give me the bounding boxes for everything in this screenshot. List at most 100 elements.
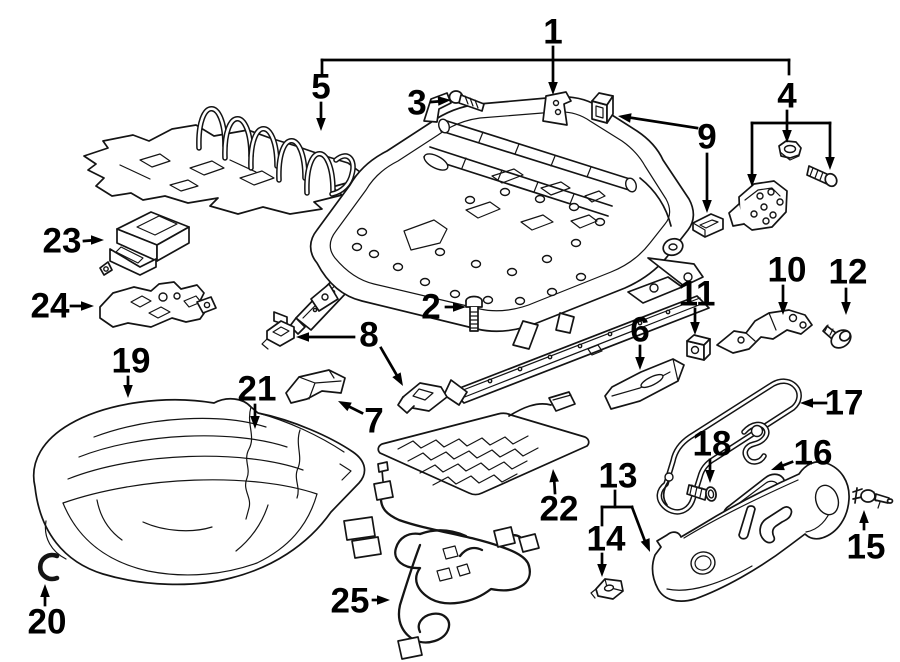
callout-label-7: 7 bbox=[364, 402, 383, 441]
callout-21: 21 bbox=[238, 370, 277, 429]
part-nut-4 bbox=[778, 140, 802, 161]
callout-label-21: 21 bbox=[238, 370, 277, 409]
callout-15: 15 bbox=[847, 510, 886, 567]
arrowhead-16 bbox=[771, 461, 785, 471]
arrowhead-21 bbox=[250, 416, 260, 429]
leader-line-9 bbox=[624, 115, 699, 130]
leader-line-13 bbox=[630, 505, 648, 546]
callout-label-13: 13 bbox=[599, 457, 638, 496]
arrowhead-13 bbox=[640, 538, 650, 552]
arrowhead-24 bbox=[81, 301, 94, 311]
frame-cutouts bbox=[403, 153, 606, 251]
part-clip-14 bbox=[590, 578, 624, 600]
callout-3: 3 bbox=[407, 84, 451, 123]
part-bracket-10 bbox=[716, 309, 813, 354]
arrowhead-3 bbox=[437, 96, 451, 106]
arrowhead-9 bbox=[618, 113, 632, 123]
part-mount-bracket-4 bbox=[728, 180, 788, 231]
part-c-ring-20 bbox=[37, 552, 60, 582]
callout-label-18: 18 bbox=[693, 425, 732, 464]
frame-holes bbox=[351, 187, 606, 306]
arrowhead-8 bbox=[296, 332, 309, 342]
callout-1: 1 bbox=[320, 13, 791, 95]
arrowhead-14 bbox=[597, 564, 607, 577]
callout-8: 8 bbox=[296, 316, 403, 386]
callout-label-25: 25 bbox=[331, 582, 370, 621]
callout-label-17: 17 bbox=[825, 384, 864, 423]
part-clip-11 bbox=[686, 334, 711, 361]
arrowhead-12 bbox=[841, 302, 851, 315]
arrowhead-4 bbox=[747, 174, 757, 187]
callout-19: 19 bbox=[112, 342, 151, 398]
arrowhead-23 bbox=[91, 235, 104, 245]
part-clip-9a bbox=[591, 92, 614, 124]
part-cushion-cover-21 bbox=[245, 406, 352, 520]
arrowhead-4 bbox=[782, 130, 792, 143]
callout-24: 24 bbox=[31, 287, 94, 326]
part-module-bracket-24 bbox=[99, 281, 217, 328]
callout-6: 6 bbox=[630, 311, 650, 370]
arrowhead-7 bbox=[338, 401, 352, 412]
arrowhead-1 bbox=[548, 82, 558, 95]
callout-7: 7 bbox=[338, 401, 384, 441]
callout-14: 14 bbox=[587, 520, 626, 577]
part-heater-mat-22 bbox=[377, 391, 590, 496]
callout-label-19: 19 bbox=[112, 342, 151, 381]
callout-16: 16 bbox=[771, 434, 832, 473]
part-push-pin-15 bbox=[852, 487, 894, 509]
callout-4: 4 bbox=[747, 77, 835, 187]
callout-12: 12 bbox=[829, 253, 867, 315]
callout-10: 10 bbox=[768, 251, 807, 315]
callout-label-9: 9 bbox=[697, 118, 716, 157]
arrowhead-11 bbox=[690, 322, 700, 335]
callout-22: 22 bbox=[540, 469, 579, 529]
callout-label-22: 22 bbox=[540, 490, 579, 529]
callout-label-2: 2 bbox=[421, 288, 440, 327]
callout-label-20: 20 bbox=[28, 603, 67, 642]
arrowhead-10 bbox=[778, 302, 788, 315]
arrowhead-18 bbox=[705, 470, 715, 483]
callout-label-15: 15 bbox=[847, 528, 886, 567]
callout-label-6: 6 bbox=[630, 311, 649, 350]
callout-9: 9 bbox=[618, 113, 717, 213]
callout-label-1: 1 bbox=[543, 13, 562, 52]
part-trim-strip-6 bbox=[604, 358, 685, 410]
callout-23: 23 bbox=[43, 222, 104, 261]
arrowhead-9 bbox=[702, 200, 712, 213]
callout-13: 13 bbox=[599, 457, 650, 552]
callout-label-4: 4 bbox=[777, 77, 797, 116]
callout-25: 25 bbox=[331, 582, 390, 621]
arrowhead-19 bbox=[123, 385, 133, 398]
arrowhead-15 bbox=[859, 510, 869, 523]
part-spring-mat bbox=[83, 106, 361, 215]
part-cover-cap-7 bbox=[285, 369, 346, 404]
callout-label-5: 5 bbox=[311, 68, 330, 107]
callout-label-24: 24 bbox=[31, 287, 70, 326]
arrowhead-6 bbox=[635, 357, 645, 370]
part-wire-frame-17 bbox=[656, 378, 802, 515]
callout-label-3: 3 bbox=[407, 84, 426, 123]
leader-line-8 bbox=[379, 346, 401, 381]
callout-11: 11 bbox=[679, 275, 716, 335]
callout-label-11: 11 bbox=[679, 275, 716, 314]
arrowhead-8 bbox=[392, 372, 403, 386]
arrowhead-17 bbox=[800, 398, 813, 408]
arrowhead-25 bbox=[377, 595, 390, 605]
callout-label-10: 10 bbox=[768, 251, 807, 290]
callout-label-23: 23 bbox=[43, 222, 82, 261]
callout-18: 18 bbox=[693, 425, 732, 483]
part-bolt-2 bbox=[465, 295, 483, 332]
arrowhead-5 bbox=[316, 118, 326, 131]
callout-5: 5 bbox=[311, 68, 331, 131]
arrowhead-20 bbox=[40, 584, 50, 597]
part-screw-12 bbox=[822, 324, 852, 349]
part-clip-8a bbox=[261, 311, 295, 350]
part-wedge-clip-9b bbox=[692, 213, 724, 238]
arrowhead-2 bbox=[453, 302, 466, 312]
part-wiring-harness-25 bbox=[343, 461, 540, 660]
part-screw-18 bbox=[686, 484, 717, 502]
part-seat-frame bbox=[289, 91, 710, 406]
